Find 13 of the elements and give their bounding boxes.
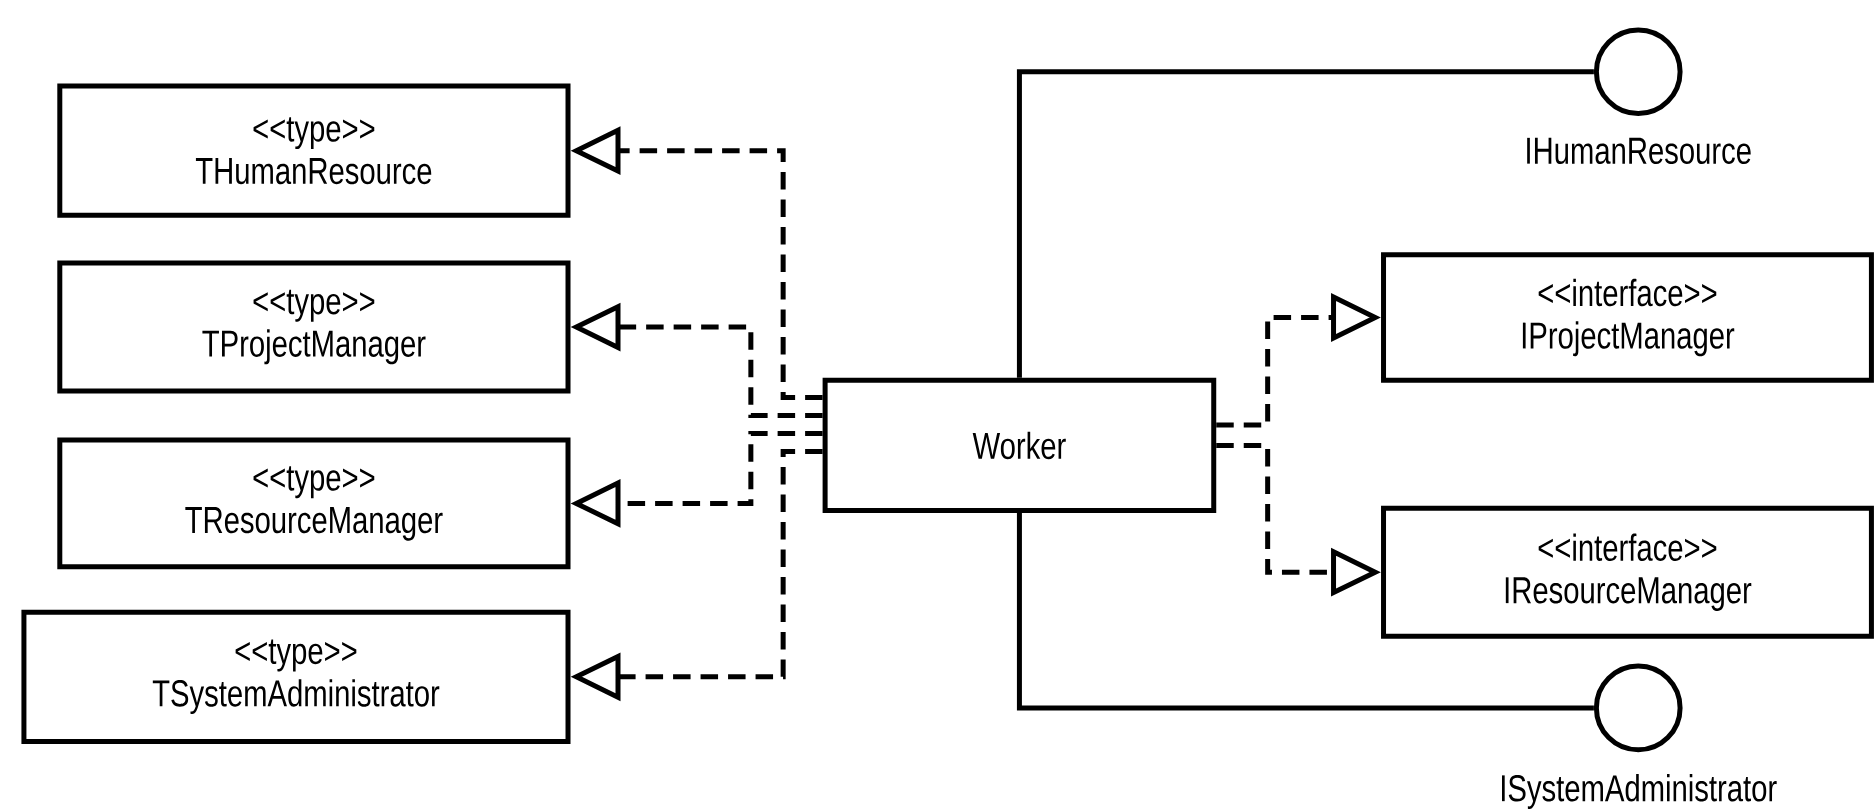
class-box: <<type>> THumanResource	[57, 83, 571, 218]
class-box: <<type>> TProjectManager	[57, 260, 571, 394]
connector-line	[1016, 513, 1594, 711]
class-box: <<interface>> IResourceManager	[1381, 505, 1874, 639]
class-box: <<type>> TSystemAdministrator	[21, 609, 571, 744]
class-box: <<type>> TResourceManager	[57, 437, 571, 570]
node-label: ISystemAdministrator	[1502, 774, 1777, 810]
interface-lollipop: IHumanResource	[1527, 27, 1751, 165]
class-box: Worker	[822, 377, 1217, 514]
connector-line	[1016, 69, 1594, 378]
node-label: IHumanResource	[1527, 137, 1751, 165]
class-box: <<interface>> IProjectManager	[1381, 252, 1874, 383]
interface-lollipop: ISystemAdministrator	[1502, 663, 1777, 810]
